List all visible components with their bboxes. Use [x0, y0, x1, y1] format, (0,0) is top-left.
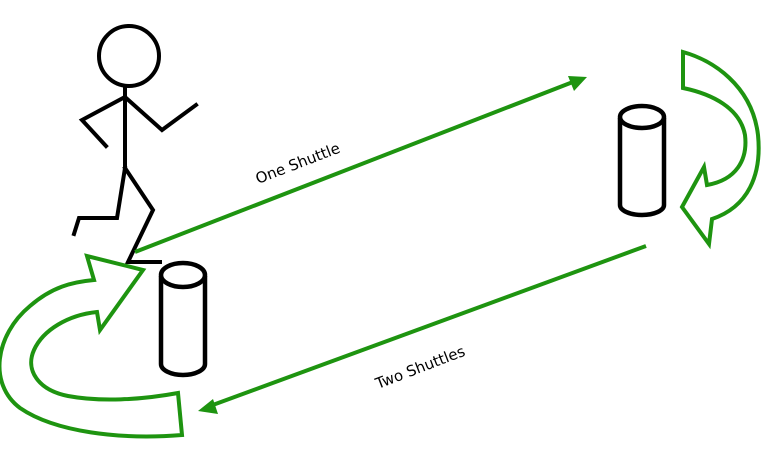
- cone-left-top: [158, 260, 208, 290]
- cone-right-top: [617, 103, 667, 131]
- label-one-shuttle: One Shuttle: [253, 139, 343, 188]
- runner-head: [97, 24, 161, 88]
- stick-figure-runner: [71, 24, 199, 264]
- two-shuttles-arrow: [198, 244, 647, 414]
- u-turn-arrow-left: [0, 253, 185, 439]
- u-turn-arrow-right: [679, 49, 761, 250]
- runner-left-arm: [78, 94, 128, 149]
- cone-right-body: [617, 118, 667, 218]
- one-shuttle-arrow: [134, 76, 587, 254]
- cone-right: [617, 103, 667, 218]
- cone-left-body: [158, 276, 208, 378]
- runner-right-arm: [122, 94, 199, 133]
- runner-back-leg: [71, 165, 128, 237]
- cone-left: [158, 260, 208, 378]
- runner-front-leg: [122, 165, 162, 264]
- label-two-shuttles: Two Shuttles: [372, 342, 468, 393]
